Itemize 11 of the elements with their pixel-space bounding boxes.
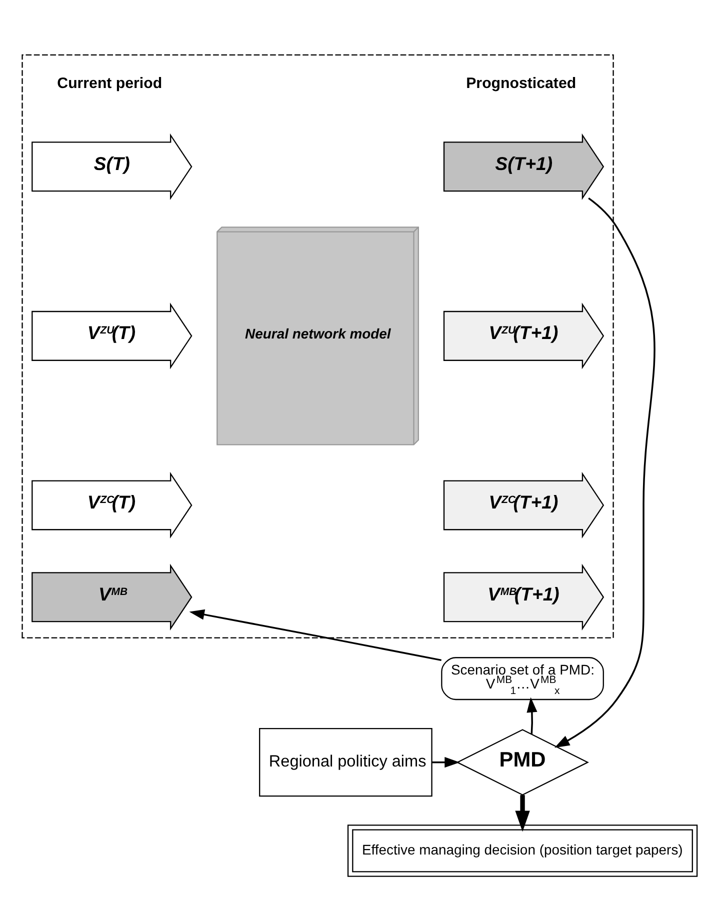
arrow bbox=[554, 196, 656, 748]
node-diamond: PMD bbox=[456, 728, 589, 796]
arrow bbox=[515, 794, 530, 832]
cluster bbox=[22, 54, 614, 638]
arrow bbox=[189, 608, 442, 661]
label: Prognosticated bbox=[466, 74, 576, 92]
label: Current period bbox=[57, 74, 162, 92]
node-box: Regional politicy aims bbox=[259, 728, 432, 796]
arrow bbox=[526, 696, 538, 734]
arrow bbox=[432, 756, 460, 768]
node-box: Effective managing decision (position target papers) bbox=[347, 824, 698, 876]
